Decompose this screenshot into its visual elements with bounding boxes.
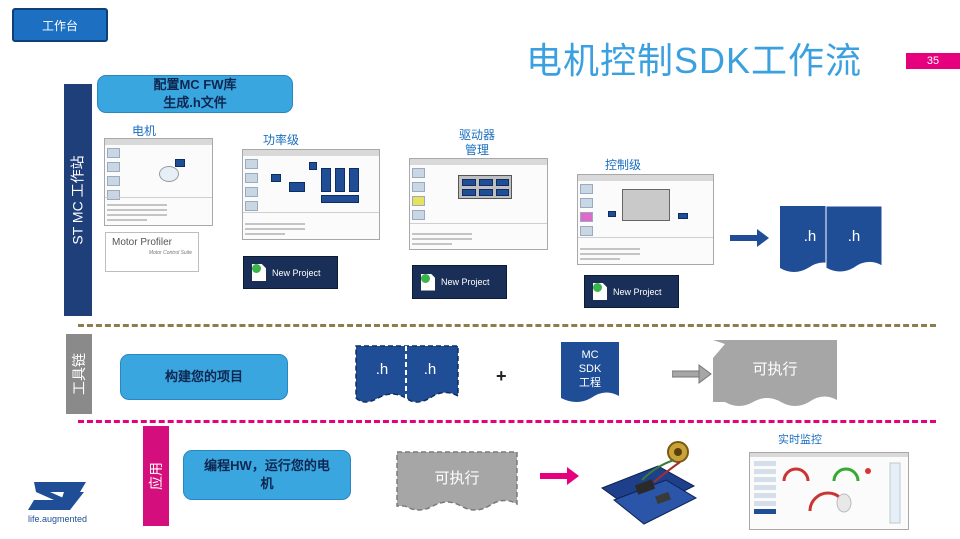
motor-config-screenshot [104,138,213,226]
mc-sdk-line3: 工程 [579,377,601,389]
motor-caption: 电机 [131,124,156,138]
driver-caption-line1: 驱动器 [458,128,495,142]
control-stage-caption: 控制级 [604,158,641,172]
new-project-label: New Project [441,277,490,287]
program-hw-step[interactable]: 编程HW，运行您的电 机 [183,450,351,500]
h-file-label-2: .h [847,228,861,245]
realtime-monitor-caption: 实时监控 [778,434,822,446]
program-hw-line1: 编程HW，运行您的电 [204,458,330,474]
mc-sdk-line2: SDK [578,363,602,375]
driver-caption-line2: 管理 [464,143,489,157]
motor-profiler-logo: Motor Profiler Motor Control Suite [105,232,199,272]
h-files-output [780,206,883,273]
driver-management-screenshot [409,158,548,250]
section-label-toolchain-text: 工具链 [72,353,88,395]
page-number-badge: 35 [906,53,960,69]
motor-profiler-subtitle: Motor Control Suite [148,250,192,256]
executable-doc-toolchain [713,340,837,406]
arrow-right-icon [540,467,579,485]
st-logo-tagline: life.augmented [28,514,88,524]
new-project-label: New Project [613,286,662,297]
h-file-label-1: .h [803,228,817,245]
mc-sdk-project-label: MC SDK 工程 [561,348,619,390]
plus-sign: + [496,366,507,386]
new-project-icon [593,283,607,300]
toolchain-divider [78,324,936,327]
configure-fw-step[interactable]: 配置MC FW库 生成.h文件 [97,75,293,113]
build-project-step[interactable]: 构建您的项目 [120,354,288,400]
driver-management-caption: 驱动器 管理 [450,128,504,158]
arrow-right-icon [672,364,712,384]
new-project-button-driver[interactable]: New Project [412,265,507,299]
configure-fw-step-line1: 配置MC FW库 [153,77,237,93]
application-divider [78,420,936,423]
program-hw-line2: 机 [260,476,274,491]
new-project-button-control[interactable]: New Project [584,275,679,308]
executable-label-application: 可执行 [434,470,480,487]
new-project-icon [421,273,435,291]
mc-sdk-line1: MC [581,349,599,361]
power-stage-caption: 功率级 [262,133,299,147]
hardware-board-image [600,441,698,525]
executable-label-toolchain: 可执行 [752,361,798,378]
executable-doc-application [396,451,518,511]
st-logo [28,482,86,510]
section-label-application-text: 应用 [149,462,165,490]
h-files-input [355,345,459,403]
new-project-label: New Project [272,267,321,278]
power-stage-screenshot [242,149,380,240]
configure-fw-step-line2: 生成.h文件 [163,95,227,110]
section-label-workbench-text: ST MC 工作站 [70,155,87,245]
new-project-button-power[interactable]: New Project [243,256,338,289]
section-label-toolchain: 工具链 [66,334,92,414]
new-project-icon [252,264,266,281]
arrow-right-icon [730,229,769,247]
section-label-application: 应用 [143,426,169,526]
motor-profiler-title: Motor Profiler [112,237,173,248]
page-title: 电机控制SDK工作流 [526,40,863,81]
section-label-workbench: ST MC 工作站 [64,84,92,316]
control-stage-screenshot [577,174,714,265]
mc-sdk-project-doc [561,342,619,402]
h-file-label-3: .h [375,361,389,378]
h-file-label-4: .h [423,361,437,378]
workbench-tab-button[interactable]: 工作台 [12,8,108,42]
realtime-monitor-screenshot [749,452,909,530]
